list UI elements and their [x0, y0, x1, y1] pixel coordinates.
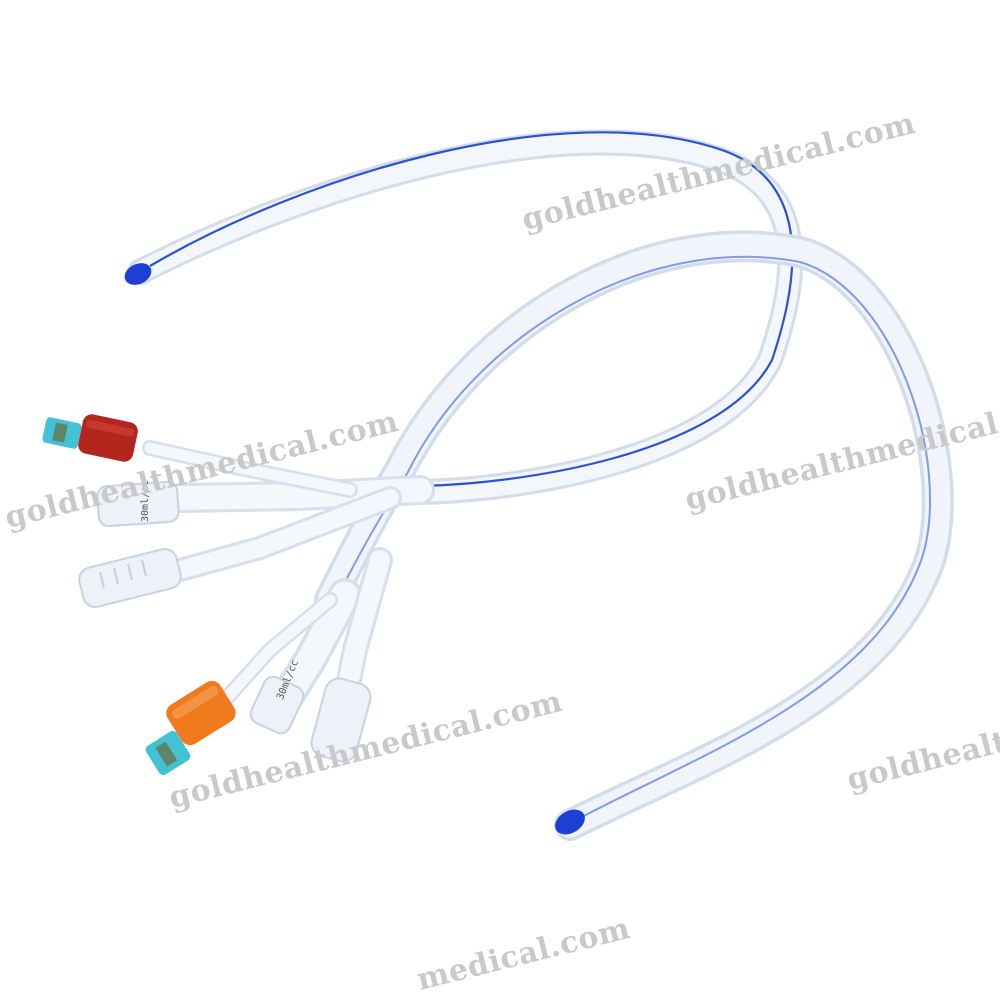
- drainage-port-lower: [249, 675, 305, 735]
- watermark-1: goldhealthmedical.com: [518, 106, 918, 238]
- catheter-upper-stripe: [149, 131, 794, 488]
- drainage-port-upper: [96, 480, 180, 528]
- catheter-lower: [314, 230, 954, 841]
- valve-lower: [166, 680, 236, 746]
- printed-label-upper: 30ml/cc: [140, 480, 151, 522]
- catheter-lower-funnel: 30ml/cc: [145, 547, 393, 776]
- watermark-5: goldhealthme: [843, 706, 1000, 797]
- catheter-lower-stripe: [339, 255, 931, 819]
- valve-upper: [78, 414, 138, 462]
- catheter-upper-tip: [124, 263, 152, 285]
- irrigation-port-lower: [310, 677, 372, 763]
- catheter-upper: [124, 129, 804, 505]
- catheter-lower-tip: [555, 809, 585, 835]
- watermark-6: medical.com: [413, 911, 633, 998]
- irrigation-port-upper: [78, 548, 182, 608]
- catheter-upper-funnel: 30ml/cc: [42, 414, 435, 608]
